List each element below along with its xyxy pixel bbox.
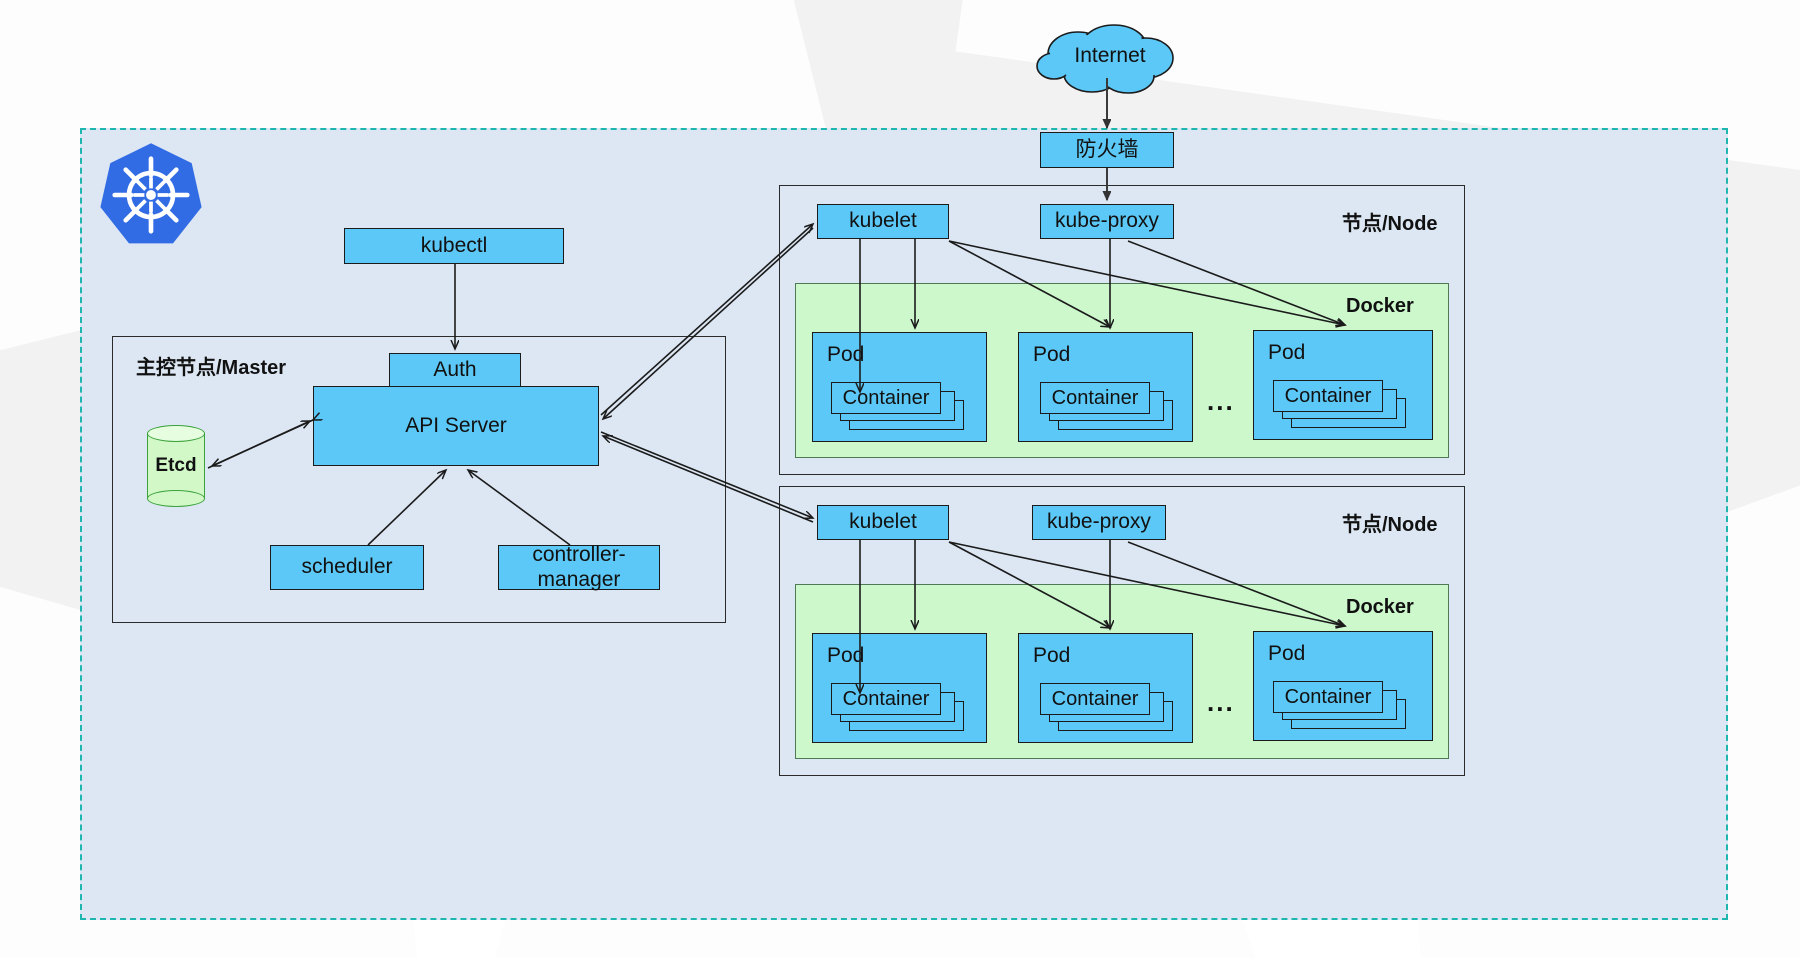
node-1-kube-proxy-box[interactable]: kube-proxy [1040, 204, 1174, 239]
internet-label: Internet [1074, 44, 1146, 67]
auth-box[interactable]: Auth [389, 353, 521, 387]
etcd-body [147, 433, 205, 499]
node-2-pod-1-container-stack[interactable]: Container [831, 683, 965, 733]
api-server-box[interactable]: API Server [313, 386, 599, 466]
pod-label: Pod [1268, 341, 1306, 364]
node-2-title: 节点/Node [1342, 514, 1438, 536]
etcd-bottom [147, 490, 205, 507]
kubernetes-logo-icon [100, 143, 202, 244]
node-2-pods-ellipsis: ... [1207, 687, 1235, 717]
etcd-top [147, 425, 205, 442]
container-box[interactable]: Container [1273, 681, 1383, 713]
pod-label: Pod [1268, 642, 1306, 665]
node-2-kubelet-box[interactable]: kubelet [817, 505, 949, 540]
node-2-docker-label: Docker [1346, 596, 1414, 618]
controller-manager-box[interactable]: controller- manager [498, 543, 660, 591]
container-box[interactable]: Container [1040, 683, 1150, 715]
pod-label: Pod [827, 644, 865, 667]
etcd-label: Etcd [155, 455, 197, 476]
node-1-pod-1-container-stack[interactable]: Container [831, 382, 965, 432]
scheduler-box[interactable]: scheduler [270, 545, 424, 590]
master-title: 主控节点/Master [136, 357, 287, 379]
node-2-kube-proxy-box[interactable]: kube-proxy [1032, 505, 1166, 540]
node-1-docker-label: Docker [1346, 295, 1414, 317]
firewall-box[interactable]: 防火墙 [1040, 132, 1174, 168]
node-1-title: 节点/Node [1342, 213, 1438, 235]
node-2-pod-2-container-stack[interactable]: Container [1040, 683, 1174, 733]
container-box[interactable]: Container [831, 683, 941, 715]
node-2-box [779, 486, 1465, 776]
container-box[interactable]: Container [831, 382, 941, 414]
node-1-pod-2-container-stack[interactable]: Container [1040, 382, 1174, 432]
node-1-pods-ellipsis: ... [1207, 386, 1235, 416]
pod-label: Pod [1033, 644, 1071, 667]
container-box[interactable]: Container [1040, 382, 1150, 414]
pod-label: Pod [827, 343, 865, 366]
node-2-pod-3-container-stack[interactable]: Container [1273, 681, 1407, 731]
etcd-cylinder[interactable] [147, 425, 205, 507]
pod-label: Pod [1033, 343, 1071, 366]
internet-cloud-icon [1036, 24, 1174, 94]
container-box[interactable]: Container [1273, 380, 1383, 412]
node-1-pod-3-container-stack[interactable]: Container [1273, 380, 1407, 430]
node-1-kubelet-box[interactable]: kubelet [817, 204, 949, 239]
kubectl-box[interactable]: kubectl [344, 228, 564, 264]
